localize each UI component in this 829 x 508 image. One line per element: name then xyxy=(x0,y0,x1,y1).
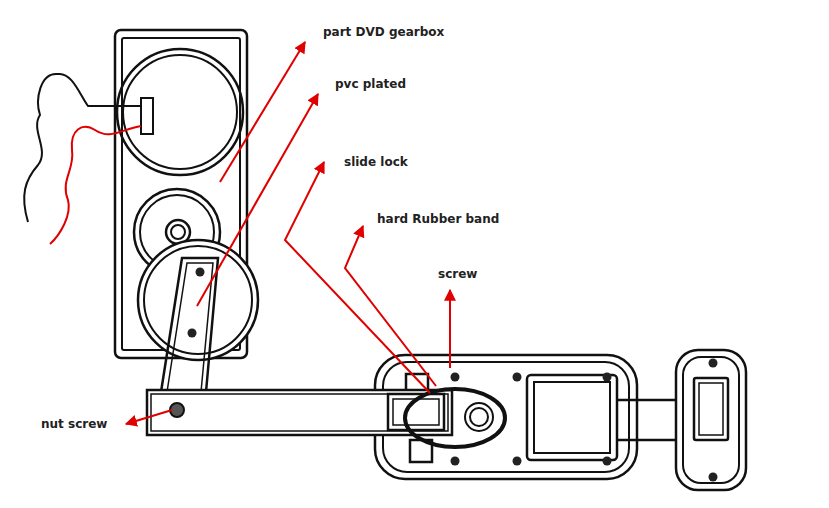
part-label: part DVD gearbox xyxy=(322,25,445,39)
rubber-band xyxy=(405,389,505,447)
pvc-bracket xyxy=(161,258,218,392)
part-label: screw xyxy=(437,267,478,281)
part-label: nut screw xyxy=(40,417,108,431)
leader-lines xyxy=(126,42,450,424)
part-label: slide lock xyxy=(343,155,409,169)
wire-black xyxy=(24,74,141,222)
wire-red xyxy=(50,126,141,244)
part-label: pvc plated xyxy=(334,77,407,91)
housing xyxy=(375,350,746,490)
connector xyxy=(141,98,153,134)
part-label: hard Rubber band xyxy=(376,212,500,226)
